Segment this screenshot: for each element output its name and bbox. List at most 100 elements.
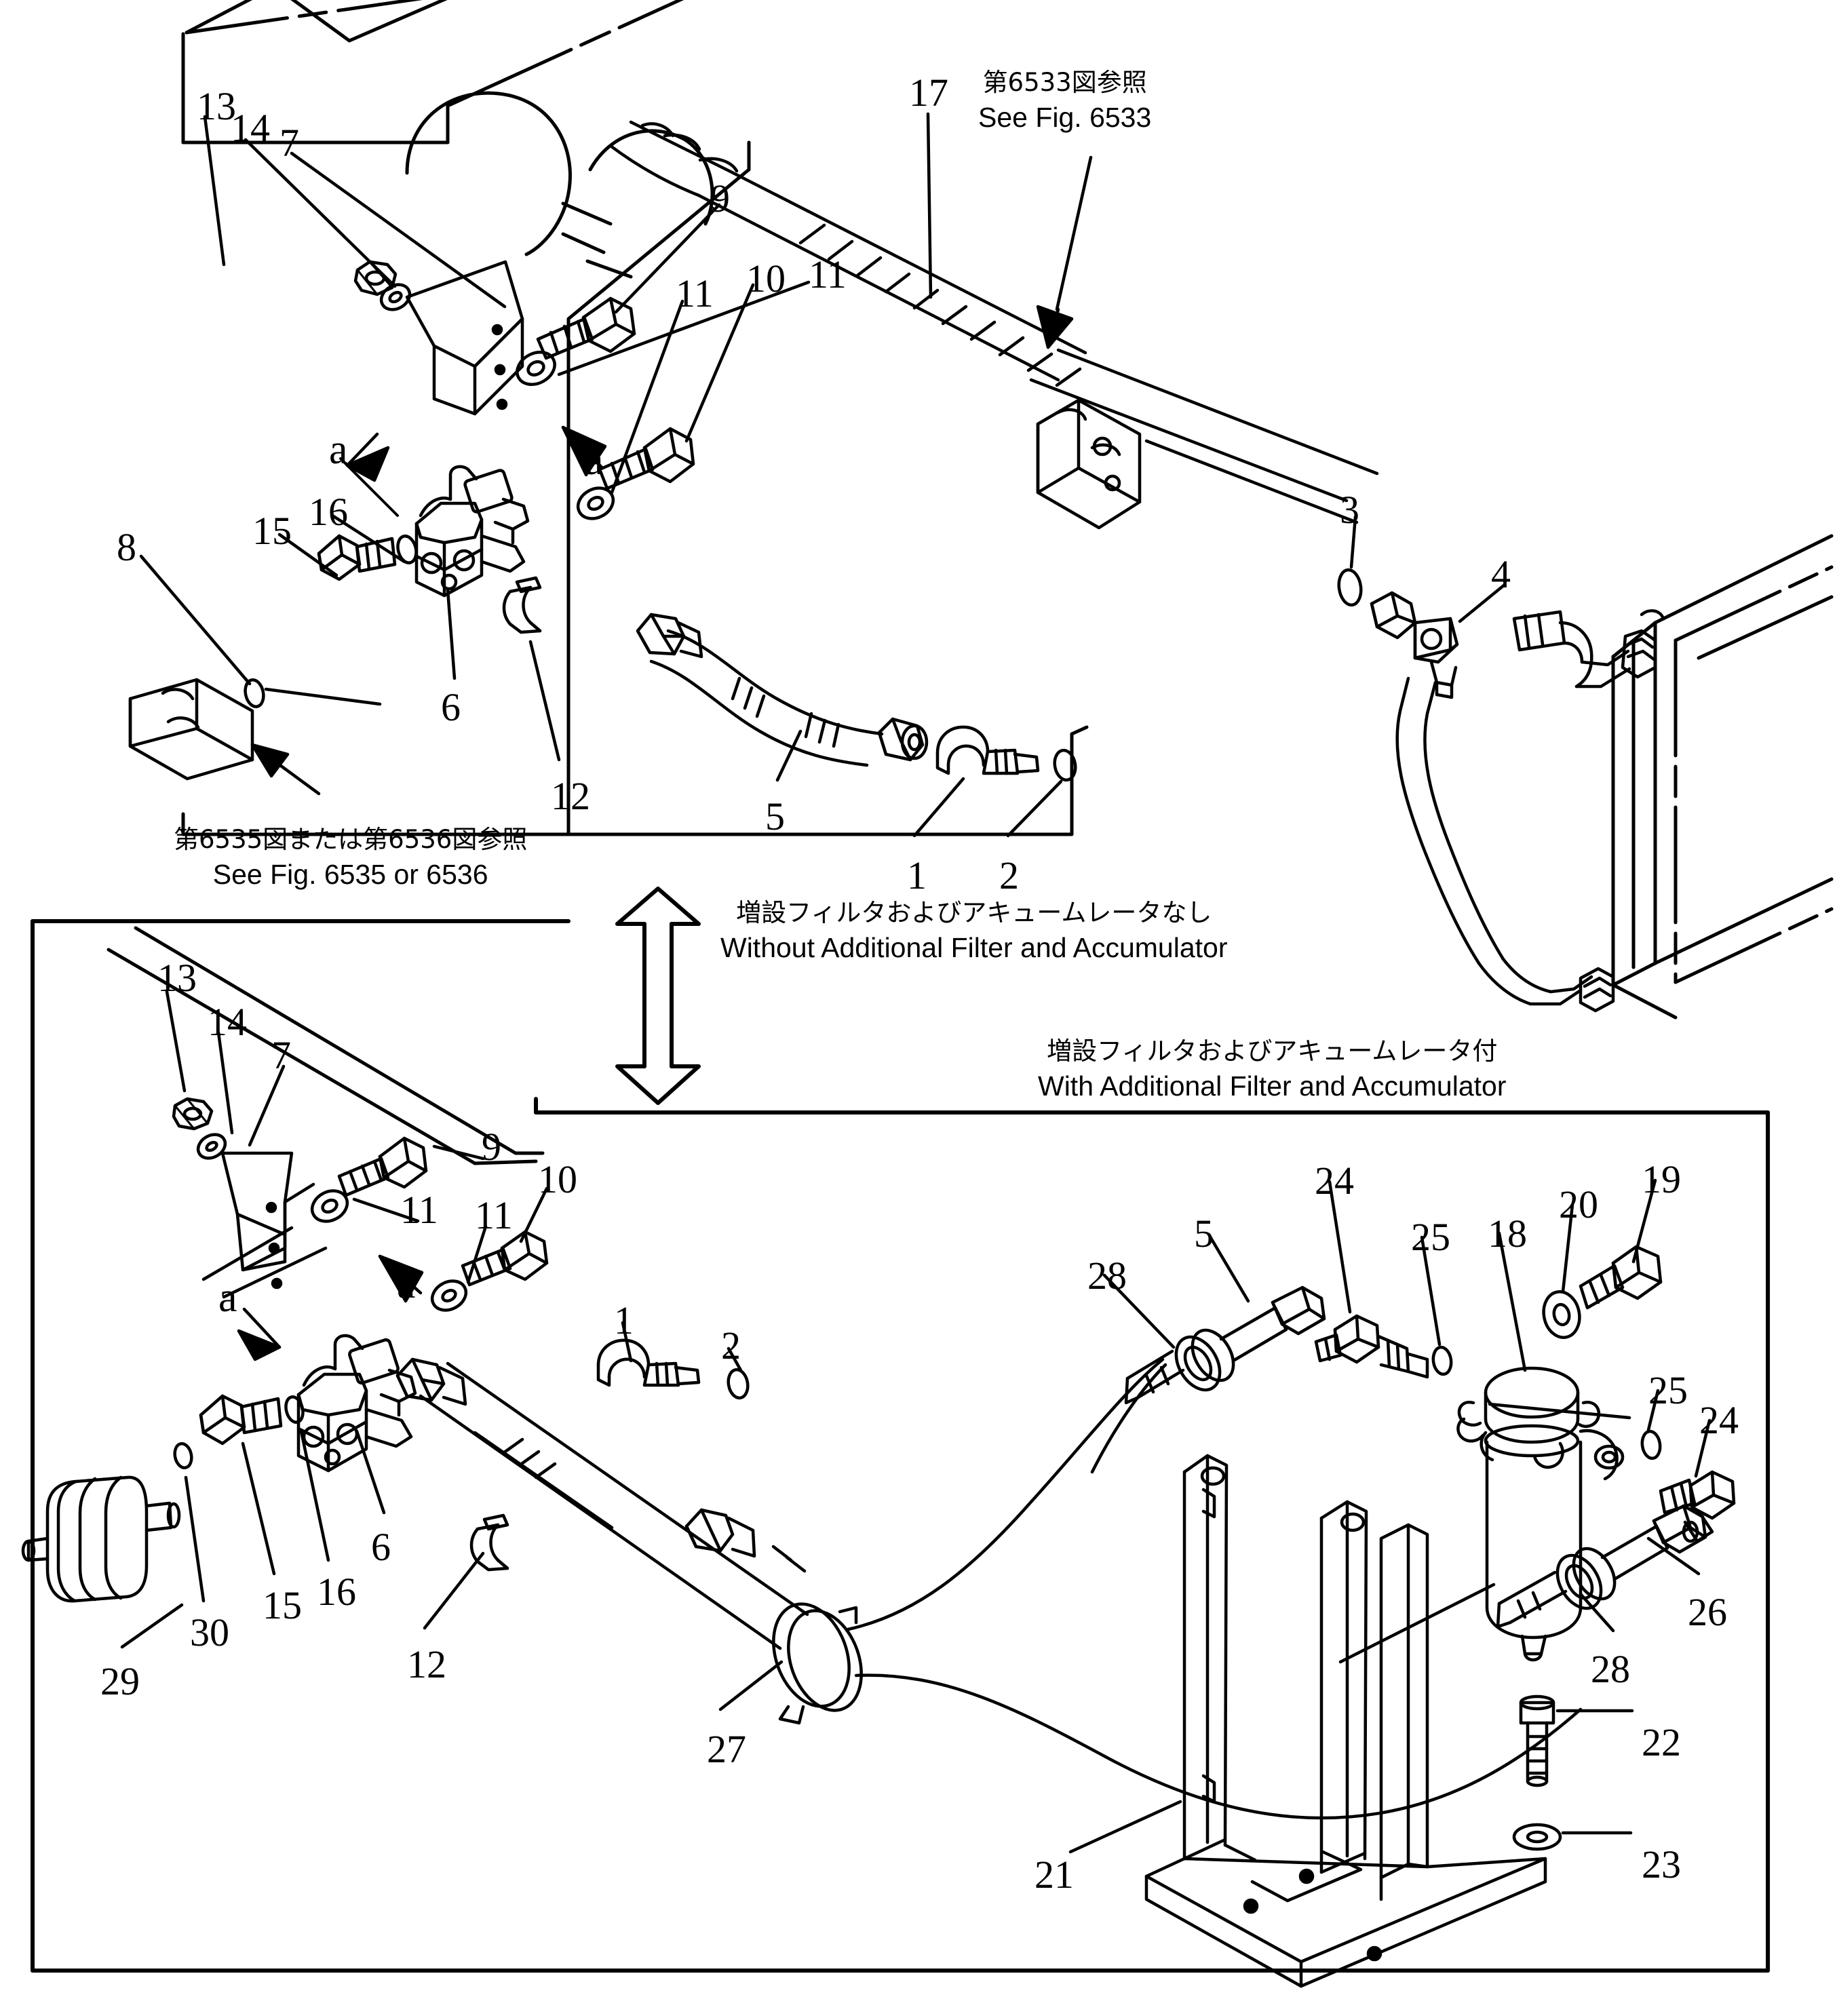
part-18-filter (1456, 1366, 1625, 1662)
double-arrow-between-views (615, 887, 701, 1105)
callout-upper-a2: a (585, 438, 604, 484)
caption-without-filter: 増設フィルタおよびアキュームレータなし Without Additional F… (720, 898, 1228, 964)
machine-frame-right-upper (1611, 534, 1834, 1020)
note-6533-en: See Fig. 6533 (978, 101, 1152, 133)
callout-upper-7: 7 (279, 121, 299, 165)
callout-upper-15: 15 (252, 509, 292, 553)
callout-upper-11b: 11 (676, 271, 714, 315)
leader-17 (926, 112, 933, 299)
part-20-washer (1542, 1290, 1581, 1339)
callout-upper-8: 8 (117, 525, 136, 569)
callout-lower-16: 16 (317, 1570, 356, 1614)
callout-upper-a1: a (329, 427, 348, 473)
reference-block-6535-6536 (128, 678, 254, 781)
part-22-bolt (1519, 1694, 1555, 1787)
pipe-27-assembly (395, 1357, 1583, 1820)
callout-lower-13: 13 (157, 956, 197, 1000)
callout-lower-26: 26 (1688, 1590, 1727, 1634)
hose-5-and-boot-28-upper (1090, 1285, 1326, 1474)
callout-upper-10: 10 (746, 256, 786, 301)
callout-upper-4: 4 (1491, 552, 1511, 596)
part-29-accumulator (21, 1475, 181, 1603)
part-12-clamp-lower (469, 1513, 509, 1572)
part-15-bolt-lower (199, 1394, 283, 1446)
callout-lower-a1: a (218, 1275, 237, 1321)
part-30-oring-lower (173, 1441, 193, 1470)
part-11a-washer-lower (310, 1189, 349, 1223)
callout-upper-14: 14 (231, 106, 270, 150)
callout-upper-6: 6 (441, 685, 461, 729)
hose-bundle-17 (608, 120, 1379, 530)
part-8-oring-upper (244, 678, 265, 708)
callout-upper-2: 2 (999, 853, 1019, 897)
callout-lower-22: 22 (1642, 1720, 1681, 1764)
valve-4-upper (1370, 591, 1459, 699)
oring-3-upper (1337, 568, 1363, 607)
callout-upper-16: 16 (309, 490, 348, 534)
part-23-washer (1512, 1823, 1562, 1851)
right-pipe-fittings (1512, 609, 1665, 689)
callout-upper-11a: 11 (809, 252, 847, 296)
callout-lower-21: 21 (1034, 1853, 1074, 1897)
callout-lower-a2: a (397, 1261, 416, 1307)
callout-lower-19: 19 (1642, 1157, 1681, 1201)
callout-upper-17: 17 (909, 71, 948, 115)
callout-lower-25b: 25 (1648, 1368, 1688, 1412)
lower-view-border (31, 919, 1770, 1973)
bracket-7-upper (405, 260, 524, 416)
callout-upper-3: 3 (1340, 488, 1359, 532)
callout-lower-28a: 28 (1087, 1254, 1127, 1298)
callout-lower-24a: 24 (1315, 1159, 1354, 1203)
part-11b-washer-upper (576, 486, 615, 520)
callout-lower-11a: 11 (400, 1188, 438, 1232)
caption-without-jp: 増設フィルタおよびアキュームレータなし (736, 898, 1212, 927)
bracket-7-lower (201, 1151, 328, 1299)
part-11a-washer-upper (516, 351, 556, 386)
callout-lower-29: 29 (100, 1659, 140, 1703)
callout-lower-27: 27 (707, 1727, 746, 1771)
part-13-nut-lower (172, 1097, 214, 1131)
part-2-oring-upper (1053, 748, 1077, 782)
valve-block-6-upper (414, 465, 530, 598)
upper-leaders (139, 115, 1063, 838)
callout-lower-23: 23 (1642, 1842, 1681, 1886)
callout-lower-5: 5 (1194, 1211, 1214, 1256)
callout-lower-18: 18 (1488, 1211, 1527, 1256)
callout-upper-13: 13 (197, 84, 236, 128)
hose-right-descending (1395, 676, 1615, 1013)
hose-5-upper (636, 613, 929, 767)
part-1-elbow-upper (935, 725, 1040, 775)
callout-lower-1: 1 (614, 1298, 634, 1342)
callout-lower-9: 9 (482, 1125, 501, 1169)
leader-4 (1458, 583, 1507, 623)
part-25-oring-lower (1640, 1429, 1662, 1460)
callout-lower-11b: 11 (475, 1193, 513, 1237)
part-10-bolt-upper (598, 427, 695, 490)
callout-lower-30: 30 (190, 1610, 229, 1654)
callout-lower-7: 7 (271, 1033, 291, 1077)
leader-see-fig-6533 (1036, 155, 1093, 349)
part-21-bracket (1144, 1454, 1547, 1988)
callout-lower-10: 10 (538, 1157, 577, 1201)
part-11b-washer-lower (430, 1279, 468, 1312)
part-19-bolt (1579, 1245, 1663, 1310)
cab-outline-lower (107, 926, 545, 1165)
note-see-fig-6535-6536: 第6535図または第6536図参照 See Fig. 6535 or 6536 (174, 825, 527, 891)
callout-lower-6: 6 (371, 1525, 391, 1569)
part-9-bolt-lower (337, 1136, 428, 1197)
callout-upper-1: 1 (907, 853, 927, 897)
part-14-washer-lower (196, 1133, 227, 1160)
callout-upper-9: 9 (710, 176, 730, 220)
note-see-fig-6533: 第6533図参照 See Fig. 6533 (978, 68, 1151, 134)
callout-lower-24b: 24 (1699, 1398, 1739, 1442)
leader-see-fig-6535 (250, 743, 321, 796)
part-14-washer-upper (379, 283, 412, 311)
callout-lower-15: 15 (263, 1583, 302, 1627)
part-2-oring-lower (727, 1368, 750, 1400)
callout-upper-12: 12 (551, 774, 590, 818)
callout-lower-20: 20 (1559, 1182, 1598, 1226)
valve-block-6-lower (296, 1334, 417, 1473)
note-6535-jp: 第6535図または第6536図参照 (174, 825, 528, 854)
